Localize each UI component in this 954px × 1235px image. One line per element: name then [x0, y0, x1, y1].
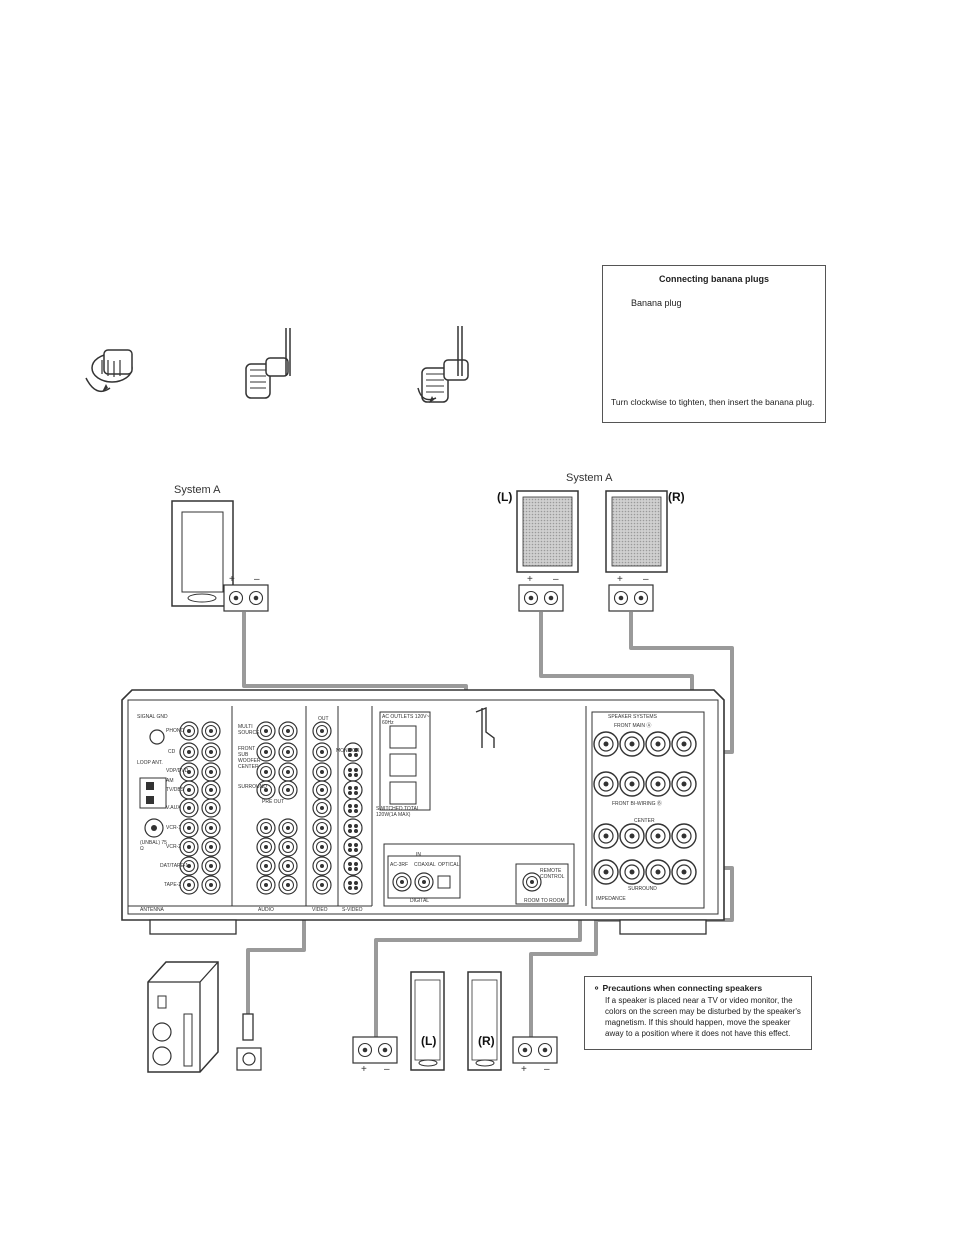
video-jacks [312, 721, 332, 895]
panel-ac-outlets: AC OUTLETS 120V~ 60Hz [382, 714, 430, 726]
ac-outlets [379, 711, 431, 811]
panel-switched: SWITCHED TOTAL 120W(1A MAX) [376, 806, 420, 818]
front-right-speaker [605, 490, 668, 573]
front-right-minus: – [643, 574, 649, 585]
panel-vdp-dvd: VDP/DVD [166, 768, 189, 774]
panel-dat-tape1: DAT/TAPE-1 [160, 863, 189, 869]
speaker-terminals-panel [591, 711, 705, 909]
precautions-title: ⚬ Precautions when connecting speakers [593, 983, 762, 994]
front-left-label: (L) [497, 490, 513, 504]
panel-unbal: (UNBAL) 75 Ω [140, 840, 167, 852]
panel-multi-source: MULTI SOURCE [238, 724, 260, 736]
panel-digital: DIGITAL [410, 898, 430, 904]
front-right-terminal [608, 584, 654, 612]
panel-tape2: TAPE-2 [164, 882, 182, 888]
surround-left-plus: + [361, 1064, 367, 1075]
step-3-terminal-illustration [417, 326, 469, 403]
panel-monitor: MONITOR [336, 748, 360, 754]
surround-right-minus: – [544, 1064, 550, 1075]
subwoofer-plug [236, 1013, 262, 1071]
panel-cd: CD [168, 749, 176, 755]
front-left-minus: – [553, 574, 559, 585]
panel-coaxial: COAXIAL [414, 862, 436, 868]
panel-impedance: IMPEDANCE [596, 896, 626, 902]
panel-loop-ant: LOOP ANT. [137, 760, 163, 766]
panel-room-to-room: ROOM TO ROOM [524, 898, 565, 904]
system-a-label-center: System A [174, 484, 221, 496]
panel-front-bi-wiring-b: FRONT BI-WIRING Ⓑ [612, 801, 662, 807]
precautions-note: ⚬ Precautions when connecting speakers I… [584, 976, 812, 1050]
banana-plug-note: Connecting banana plugs Banana plug Turn… [602, 265, 826, 423]
center-speaker [171, 500, 234, 607]
panel-center: CENTER [634, 818, 655, 824]
panel-v-aux: V.AUX [166, 805, 181, 811]
precautions-body: If a speaker is placed near a TV or vide… [605, 996, 801, 1038]
surround-left-label: (L) [421, 1034, 437, 1048]
panel-am: AM [166, 778, 174, 784]
center-plus: + [229, 574, 235, 585]
step-2-terminal-illustration [245, 328, 291, 399]
surround-right-plus: + [521, 1064, 527, 1075]
panel-optical: OPTICAL [438, 862, 460, 868]
panel-antenna: ANTENNA [140, 907, 164, 913]
panel-audio: AUDIO [258, 907, 274, 913]
panel-vcr1: VCR-1 [166, 825, 182, 831]
banana-note-title: Connecting banana plugs [658, 274, 769, 284]
panel-front-main-a: FRONT MAIN Ⓐ [614, 723, 652, 729]
bullet-icon: ⚬ [593, 983, 603, 993]
panel-surround: SURROUND [238, 784, 267, 790]
panel-s-video: S-VIDEO [342, 907, 363, 913]
panel-tv-dbs: TV/DBS [166, 787, 185, 793]
panel-out: OUT [318, 716, 329, 722]
precautions-title-text: Precautions when connecting speakers [602, 983, 763, 993]
panel-surround-spk: SURROUND [628, 886, 657, 892]
panel-remote-control: REMOTE CONTROL [540, 868, 565, 880]
panel-video: VIDEO [312, 907, 328, 913]
panel-speaker-systems: SPEAKER SYSTEMS [608, 714, 657, 720]
surround-right-terminal [512, 1036, 558, 1064]
banana-plug-label: Banana plug [631, 298, 682, 308]
antenna-section [139, 729, 167, 838]
panel-phono: PHONO [166, 728, 185, 734]
surround-left-speaker [410, 971, 445, 1071]
front-left-speaker [516, 490, 579, 573]
panel-ac3-rf: AC-3RF [390, 862, 409, 868]
center-speaker-terminal [223, 584, 269, 612]
surround-right-label: (R) [478, 1034, 495, 1048]
surround-right-speaker [467, 971, 502, 1071]
front-left-plus: + [527, 574, 533, 585]
panel-vcr2: VCR-2 [166, 844, 182, 850]
subwoofer [147, 961, 219, 1073]
center-minus: – [254, 574, 260, 585]
front-right-plus: + [617, 574, 623, 585]
surround-left-terminal [352, 1036, 398, 1064]
step-1-terminal-illustration [85, 349, 133, 393]
power-cord-clip [475, 706, 495, 748]
front-left-terminal [518, 584, 564, 612]
panel-signal-gnd: SIGNAL GND [137, 714, 168, 720]
panel-in-digital: IN [416, 852, 421, 858]
digital-inputs [383, 843, 575, 907]
panel-front-sub-woofer-center: FRONT SUB WOOFER CENTER [238, 746, 261, 770]
banana-note-caption: Turn clockwise to tighten, then insert t… [611, 397, 815, 407]
surround-left-minus: – [384, 1064, 390, 1075]
front-right-label: (R) [668, 490, 685, 504]
system-a-label-front: System A [566, 472, 613, 484]
panel-pre-out: PRE OUT [262, 799, 285, 805]
